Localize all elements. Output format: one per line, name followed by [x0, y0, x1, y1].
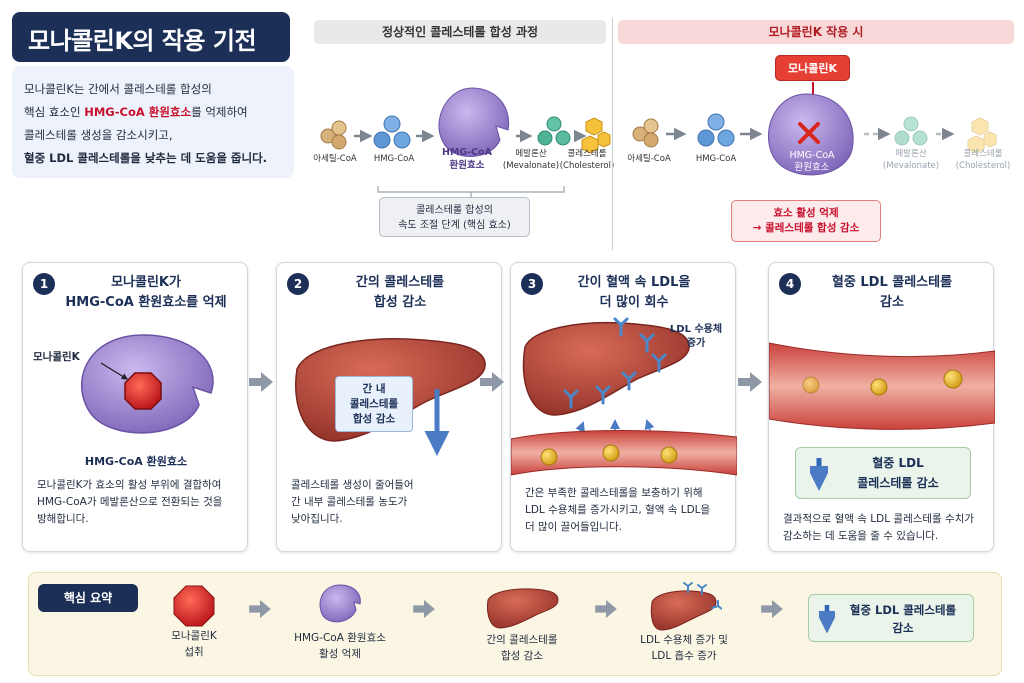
intro-line: 모나콜린K는 간에서 콜레스테롤 합성의: [24, 82, 212, 96]
enzyme-icon: [319, 584, 361, 623]
acetyl-coa-label: 아세틸-CoA: [313, 154, 357, 164]
enzyme-inhibition-illustration: [80, 334, 214, 434]
acetyl-coa-molecule-icon: [632, 118, 659, 148]
ldl-particle: [540, 448, 558, 466]
inhibited-pathway-graphic: [632, 82, 997, 176]
liver-with-receptors-icon: [650, 582, 722, 631]
step-arrow-icon: [480, 372, 504, 392]
ldl-receptor-icon: [563, 317, 667, 409]
cholesterol-faded-icon: [967, 117, 997, 154]
intro-text-box: 모나콜린K는 간에서 콜레스테롤 합성의 핵심 효소인 HMG-CoA 환원효소…: [12, 66, 294, 178]
mevalonate-faded-icon: [894, 116, 928, 146]
hmg-coa-label: HMG-CoA: [695, 154, 737, 164]
liver-icon: [487, 588, 559, 629]
mevalonate-molecule-icon: [537, 116, 571, 146]
intro-line: 콜레스테롤 생성을 감소시키고,: [24, 128, 173, 142]
ldl-particle: [660, 446, 678, 464]
ldl-particle: [602, 444, 620, 462]
intro-highlight: HMG-CoA 환원효소: [84, 105, 192, 119]
monacolin-k-icon: [173, 585, 215, 627]
monacolin-pathway-banner: 모나콜린K 작용 시: [618, 20, 1014, 44]
cholesterol-label: 콜레스테롤(Cholesterol): [559, 149, 615, 171]
normal-pathway-graphic: [320, 87, 611, 198]
step-number: 3: [521, 273, 543, 295]
monacolin-k-pointer-label: 모나콜린K: [33, 351, 80, 363]
hmg-coa-molecule-icon: [373, 115, 411, 149]
summary-arrow-icon: [413, 600, 435, 618]
step-number: 2: [287, 273, 309, 295]
enzyme-caption: HMG-CoA 환원효소: [84, 455, 188, 468]
normal-pathway-banner: 정상적인 콜레스테롤 합성 과정: [314, 20, 606, 44]
ldl-particle: [943, 369, 963, 389]
inhibition-x-icon: [798, 122, 820, 144]
ldl-uptake-illustration: [511, 317, 737, 476]
step-number: 4: [779, 273, 801, 295]
down-arrow-icon: [819, 605, 835, 634]
ldl-particle: [802, 376, 820, 394]
mevalonate-label: 메발론산(Mevalonate): [502, 149, 560, 171]
cholesterol-molecule-icon: [581, 117, 611, 154]
monacolin-k-inhibitor-icon: [124, 372, 162, 410]
hmg-coa-label: HMG-CoA: [373, 154, 415, 164]
step-arrow-icon: [738, 372, 762, 392]
hmg-coa-reductase-enzyme-icon: [438, 87, 510, 157]
inhibition-result-box: 효소 활성 억제→ 콜레스테롤 합성 감소: [731, 200, 881, 242]
blood-vessel-illustration: [769, 342, 995, 430]
summary-arrow-icon: [761, 600, 783, 618]
section-divider: [612, 18, 613, 250]
ldl-particle: [870, 378, 888, 396]
mevalonate-label: 메발론산(Mevalonate): [882, 149, 940, 171]
cholesterol-label: 콜레스테롤(Cholesterol): [955, 149, 1011, 171]
blood-vessel: [511, 430, 737, 476]
intro-line: 혈중 LDL 콜레스테롤을 낮추는 데 도움을 줍니다.: [24, 151, 268, 165]
intro-line: 핵심 효소인 HMG-CoA 환원효소를 억제하여: [24, 105, 248, 119]
summary-arrow-icon: [595, 600, 617, 618]
acetyl-coa-molecule-icon: [320, 120, 347, 150]
step-number: 1: [33, 273, 55, 295]
summary-tag: 핵심 요약: [38, 584, 138, 612]
summary-arrow-icon: [249, 600, 271, 618]
monacolin-k-tag: 모나콜린K: [775, 55, 850, 81]
step-arrow-icon: [249, 372, 273, 392]
acetyl-coa-label: 아세틸-CoA: [627, 154, 671, 164]
down-arrow-icon: [810, 458, 828, 491]
hmg-coa-molecule-icon: [697, 113, 735, 147]
page-title: 모나콜린K의 작용 기전: [12, 12, 290, 62]
